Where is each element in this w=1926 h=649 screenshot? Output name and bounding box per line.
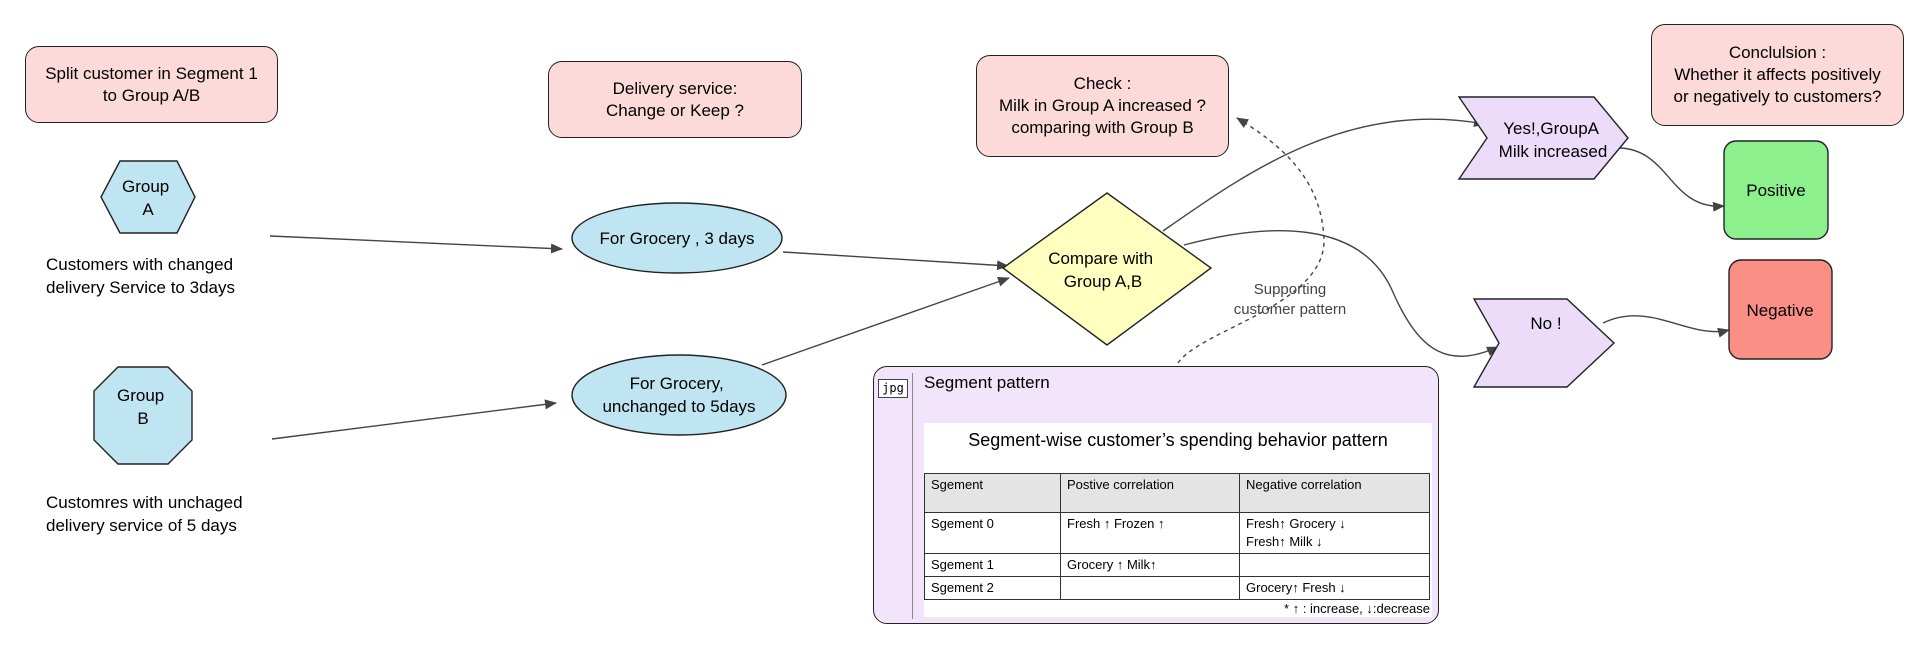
group-a-label: Group A: [122, 177, 174, 219]
segment-pattern-title: Segment pattern: [924, 373, 1050, 392]
edge-yes-to-positive: [1619, 147, 1725, 212]
edge-segment-to-check: [1177, 117, 1325, 364]
negative-label: Negative: [1746, 301, 1813, 320]
segment-image-title: Segment-wise customer’s spending behavio…: [968, 430, 1388, 450]
positive-label: Positive: [1746, 181, 1806, 200]
edge-compare-to-no: [1183, 230, 1499, 357]
service-a-ellipse[interactable]: [571, 202, 783, 274]
note-delivery-service: Delivery service: Change or Keep ?: [548, 61, 802, 138]
group-b-description: Customres with unchaged delivery service…: [46, 493, 243, 535]
service-b-ellipse[interactable]: [571, 354, 787, 436]
table-cell: Grocery↑ Fresh ↓: [1239, 576, 1430, 600]
table-header: Postive correlation: [1060, 473, 1240, 513]
service-a-label: For Grocery , 3 days: [600, 229, 755, 248]
table-cell: Fresh↑ Grocery ↓ Fresh↑ Milk ↓: [1239, 512, 1430, 554]
table-cell: Sgement 2: [924, 576, 1061, 600]
supporting-pattern-label: Supporting customer pattern: [1233, 281, 1347, 318]
result-no-label: No !: [1530, 314, 1561, 333]
result-yes-label: Yes!,GroupA Milk increased: [1499, 119, 1608, 161]
service-b-label: For Grocery, unchanged to 5days: [602, 374, 755, 416]
result-no-chevron[interactable]: [1472, 298, 1616, 388]
table-header-row: Sgement Postive correlation Negative cor…: [924, 473, 1430, 513]
table-cell: Sgement 1: [924, 553, 1061, 577]
table-row: Sgement 1 Grocery ↑ Milk↑: [924, 553, 1430, 577]
edge-group-b-to-service-b: [271, 399, 557, 440]
result-yes-chevron[interactable]: [1457, 96, 1629, 180]
negative-box[interactable]: [1728, 259, 1833, 360]
edge-no-to-negative: [1602, 315, 1730, 338]
table-header: Negative correlation: [1239, 473, 1430, 513]
table-cell: Fresh ↑ Frozen ↑: [1060, 512, 1240, 554]
compare-label: Compare with Group A,B: [1048, 249, 1158, 291]
group-a-description: Customers with changed delivery Service …: [46, 255, 235, 297]
edge-service-a-to-compare: [782, 251, 1009, 271]
note-check: Check : Milk in Group A increased ? comp…: [976, 55, 1229, 157]
segment-table: Sgement Postive correlation Negative cor…: [924, 473, 1430, 600]
segment-pattern-container: jpg Segment pattern Segment-wise custome…: [873, 366, 1439, 624]
table-cell: Grocery ↑ Milk↑: [1060, 553, 1240, 577]
edge-compare-to-yes: [1162, 117, 1486, 232]
table-row: Sgement 0 Fresh ↑ Frozen ↑ Fresh↑ Grocer…: [924, 512, 1430, 554]
compare-diamond[interactable]: [1001, 192, 1213, 346]
jpg-badge: jpg: [878, 379, 908, 398]
group-a-hexagon[interactable]: [100, 160, 196, 234]
group-b-octagon[interactable]: [93, 366, 193, 465]
table-header: Sgement: [924, 473, 1061, 513]
segment-legend: * ↑ : increase, ↓:decrease: [1284, 601, 1430, 616]
edge-service-b-to-compare: [761, 276, 1010, 366]
edge-group-a-to-service-a: [269, 235, 563, 254]
segment-pattern-image: Segment-wise customer’s spending behavio…: [924, 423, 1432, 617]
table-cell: [1239, 553, 1430, 577]
table-cell: [1060, 576, 1240, 600]
note-conclusion: Conclulsion : Whether it affects positiv…: [1651, 24, 1904, 126]
positive-box[interactable]: [1723, 140, 1829, 240]
note-split-segment: Split customer in Segment 1 to Group A/B: [25, 46, 278, 123]
table-cell: Sgement 0: [924, 512, 1061, 554]
segment-divider: [912, 373, 913, 619]
table-row: Sgement 2 Grocery↑ Fresh ↓: [924, 576, 1430, 600]
group-b-label: Group B: [117, 386, 169, 428]
